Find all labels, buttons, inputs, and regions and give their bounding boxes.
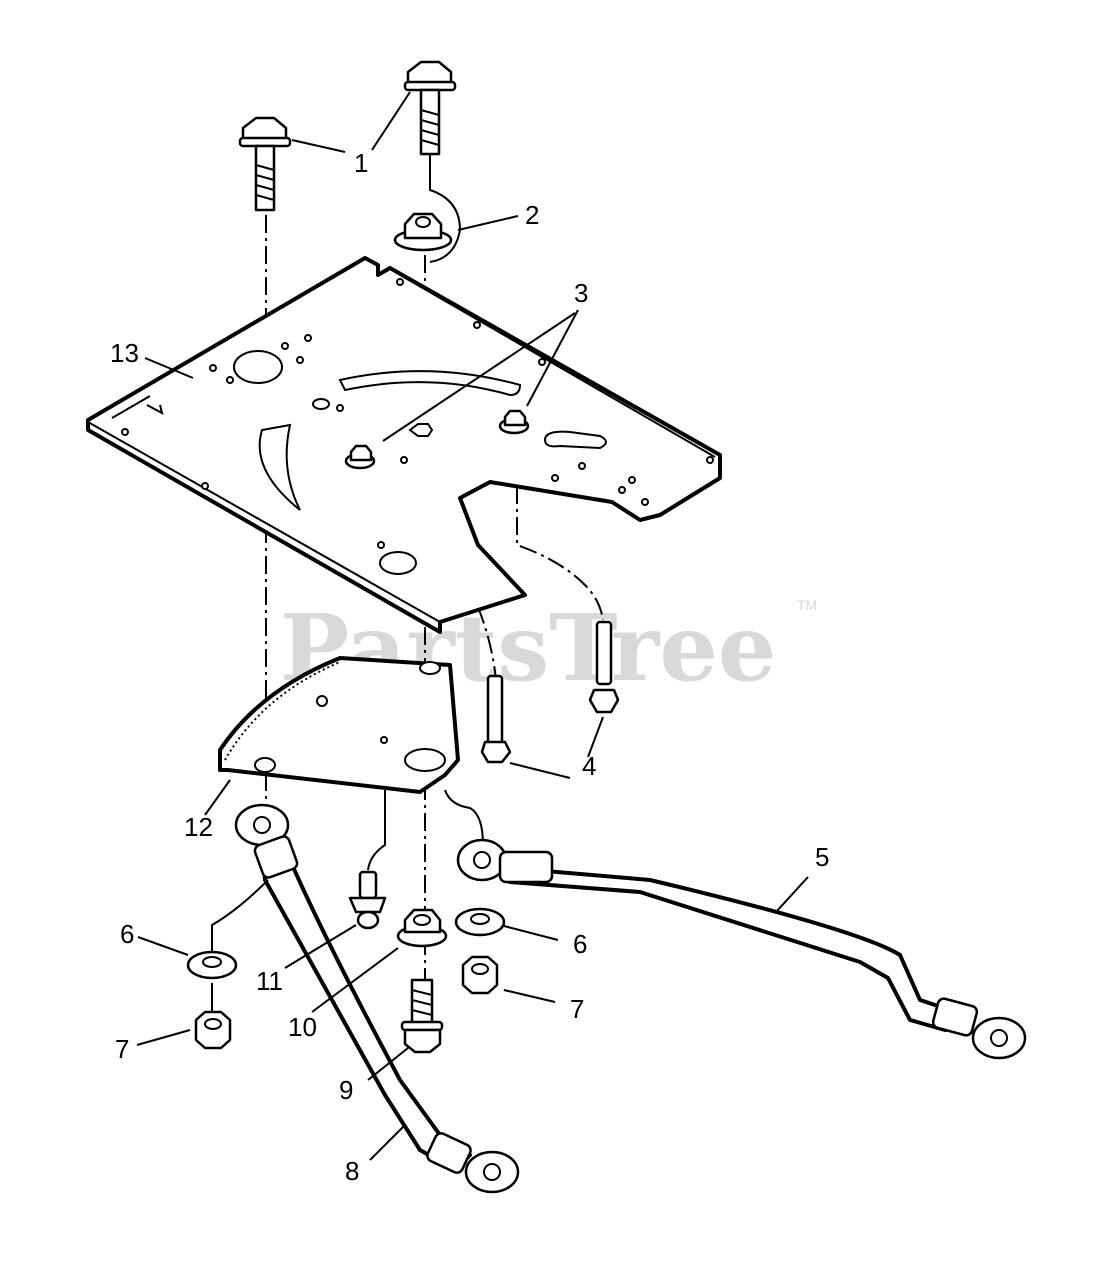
washer-left[interactable] (186, 950, 238, 980)
watermark-tm: TM (797, 597, 817, 613)
leader-lines (136, 91, 809, 1161)
shoulder-bolt-left[interactable] (480, 674, 512, 764)
callout-11: 11 (256, 966, 283, 996)
callout-labels: 1 2 3 4 5 6 6 7 7 8 9 10 11 12 13 (110, 148, 829, 1186)
callout-4: 4 (582, 751, 596, 781)
lock-nut-right[interactable] (461, 955, 499, 995)
callout-8: 8 (345, 1156, 359, 1186)
callout-7-right: 7 (570, 994, 584, 1024)
callout-5: 5 (815, 842, 829, 872)
tie-rod-left[interactable] (211, 803, 520, 1194)
center-bolt[interactable] (400, 978, 444, 1054)
callout-10: 10 (288, 1012, 317, 1042)
sector-gear[interactable] (218, 656, 484, 871)
mounting-plate[interactable] (86, 256, 722, 634)
callout-13: 13 (110, 338, 139, 368)
callout-1: 1 (354, 148, 368, 178)
lock-nut-left[interactable] (194, 1010, 232, 1050)
callout-7-left: 7 (115, 1034, 129, 1064)
washer-right[interactable] (454, 907, 506, 937)
plate-nut-right[interactable] (498, 409, 530, 435)
plate-nut-left[interactable] (344, 444, 376, 470)
callout-2: 2 (525, 200, 539, 230)
callout-9: 9 (339, 1075, 353, 1105)
flange-nut[interactable] (393, 212, 453, 252)
grease-fitting[interactable] (348, 870, 387, 930)
callout-3: 3 (574, 278, 588, 308)
bolt-left[interactable] (238, 116, 292, 212)
bolt-right[interactable] (403, 60, 457, 156)
callout-12: 12 (184, 812, 213, 842)
center-flange-nut[interactable] (396, 908, 448, 948)
shoulder-bolt-right[interactable] (588, 620, 620, 714)
tie-rod-right[interactable] (456, 838, 1027, 1060)
callout-6-left: 6 (120, 919, 134, 949)
callout-6-right: 6 (573, 929, 587, 959)
center-line-bolt4b (516, 455, 604, 621)
